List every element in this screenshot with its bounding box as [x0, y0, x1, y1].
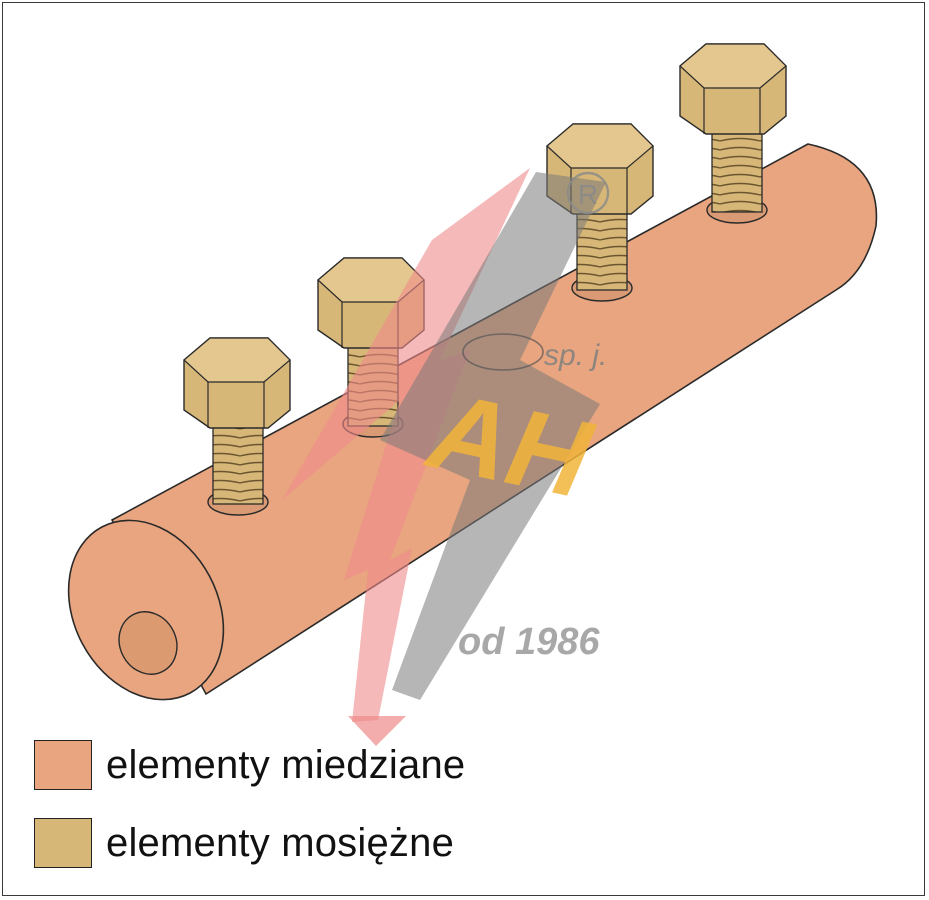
busbar-bore [118, 611, 178, 675]
registered-mark-icon [566, 171, 610, 215]
hex-bolt-1 [183, 337, 291, 429]
legend-item-copper: elementy miedziane [34, 735, 465, 795]
hex-bolt-4 [679, 43, 787, 135]
gray-bolt-icon [380, 172, 606, 700]
registered-mark-letter: R [578, 179, 598, 210]
logo-suffix: sp. j. [544, 339, 607, 372]
arrow-head-icon [348, 716, 406, 746]
legend-label-brass: elementy mosiężne [106, 820, 455, 865]
logo-oval [462, 333, 544, 371]
copper-swatch [34, 740, 92, 790]
logo-since: od 1986 [458, 621, 600, 663]
watermark-logo: R AH sp. j. od 1986 [282, 168, 610, 746]
brass-swatch [34, 818, 92, 868]
busbar-end-face [67, 519, 225, 701]
legend-item-brass: elementy mosiężne [34, 813, 454, 873]
legend-label-copper: elementy miedziane [106, 742, 466, 787]
